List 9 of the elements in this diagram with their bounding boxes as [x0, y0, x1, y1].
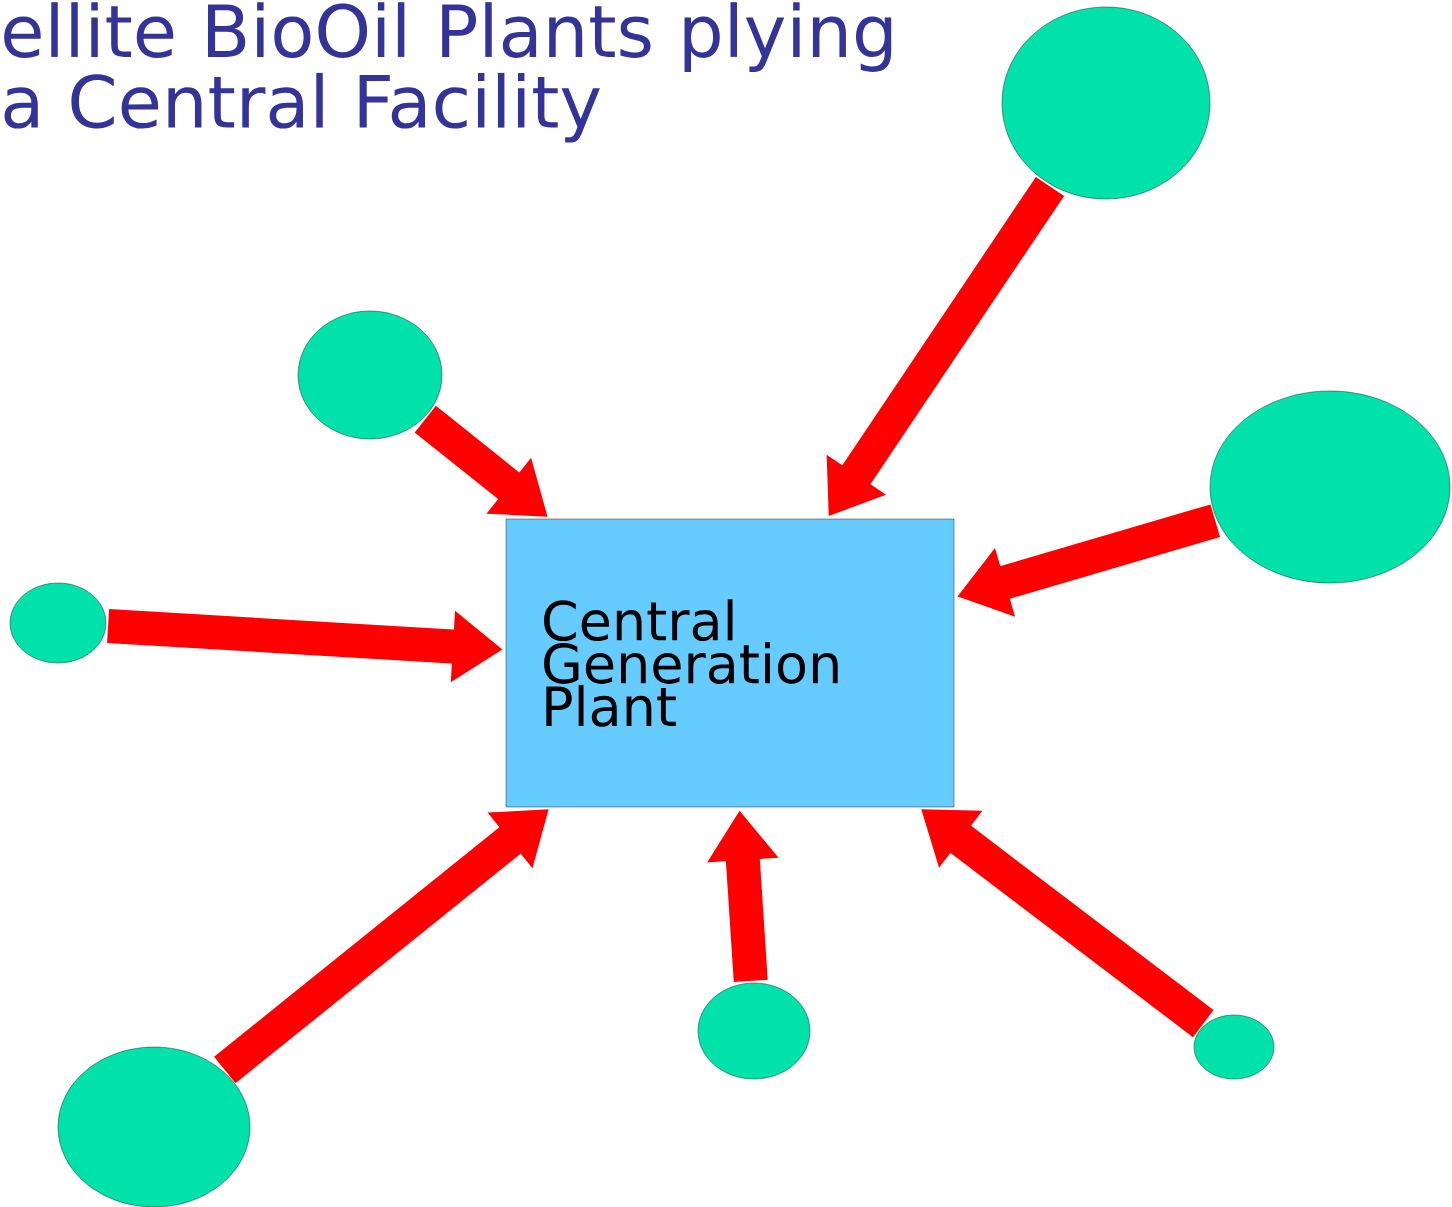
circle: [1193, 1014, 1275, 1080]
circle: [1001, 6, 1211, 200]
circle: [9, 582, 107, 664]
process-box: Central Generation Plant: [505, 518, 955, 808]
circle: [57, 1046, 251, 1207]
circle: [297, 310, 443, 440]
circle: [697, 982, 811, 1080]
circle: [1209, 390, 1451, 584]
title: ellite BioOil Plants plying a Central Facility: [4, 2, 892, 143]
